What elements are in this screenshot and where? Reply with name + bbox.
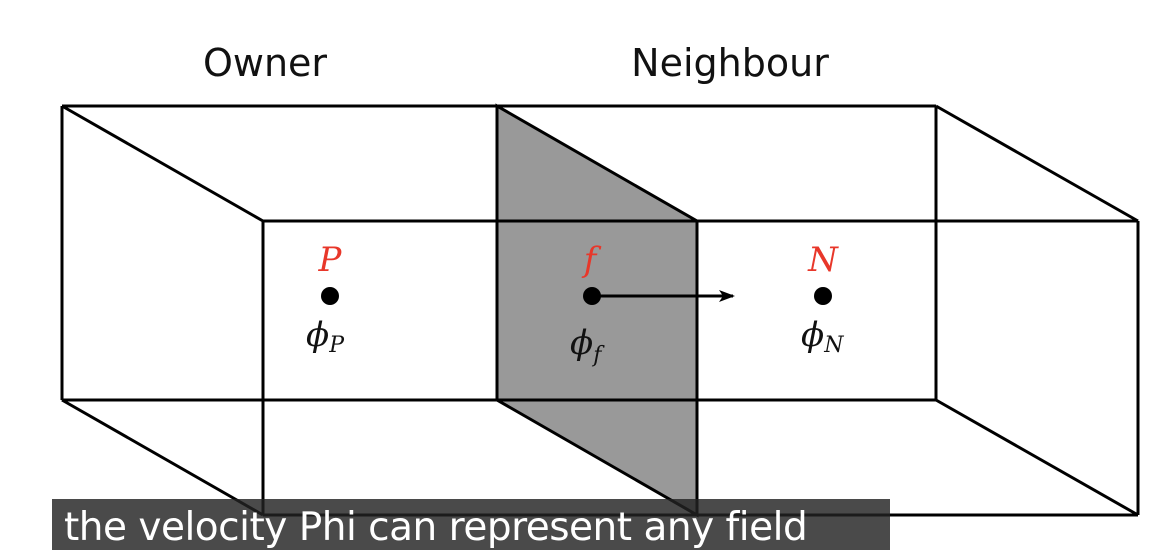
owner-phi-label: ϕP [306, 315, 345, 358]
edge-depth-top-left [61, 104, 264, 223]
neighbour-point-label: N [807, 240, 839, 280]
owner-point-label: P [318, 240, 343, 280]
shared-face [495, 103, 699, 518]
edge-depth-bottom-left [61, 398, 264, 517]
owner-point [321, 287, 339, 305]
edge-depth-top-right [935, 104, 1139, 223]
face-point [583, 287, 601, 305]
neighbour-point [814, 287, 832, 305]
edge-depth-bottom-right [935, 398, 1139, 517]
subtitle-caption: the velocity Phi can represent any field [52, 499, 890, 550]
neighbour-phi-label: ϕN [801, 315, 844, 358]
subtitle-text: the velocity Phi can represent any field [64, 505, 808, 550]
owner-heading: Owner [203, 41, 327, 85]
neighbour-heading: Neighbour [631, 41, 829, 85]
